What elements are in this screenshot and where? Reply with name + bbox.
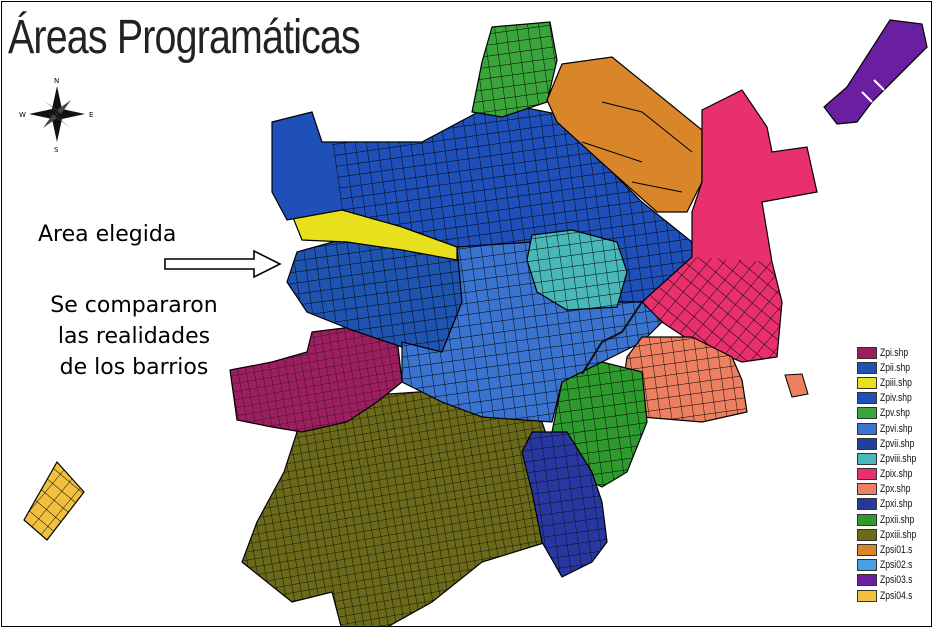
compass-rose-icon: N S W E — [19, 77, 93, 154]
legend-swatch — [857, 422, 877, 435]
legend-item: Zpiv.shp — [857, 391, 931, 406]
legend-item: Zpii.shp — [857, 360, 931, 375]
legend-label: Zpxii.shp — [880, 513, 915, 526]
compass-s: S — [54, 146, 59, 154]
legend-swatch — [857, 452, 877, 465]
legend-item: Zpxii.shp — [857, 512, 931, 527]
annotation-line: de los barrios — [59, 355, 209, 380]
legend-swatch — [857, 361, 877, 374]
legend-label: Zpx.shp — [880, 483, 911, 496]
zone-zpviii — [526, 229, 628, 311]
legend-swatch — [857, 589, 877, 602]
annotation-line: Se compararon — [50, 293, 218, 318]
legend-item: Zpvii.shp — [857, 436, 931, 451]
legend-swatch — [857, 437, 877, 450]
legend-label: Zpsi01.s — [880, 544, 913, 557]
legend-swatch — [857, 376, 877, 389]
legend-label: Zpxiii.shp — [880, 528, 917, 541]
legend-item: Zpsi04.s — [857, 588, 931, 603]
zone-zpx — [621, 336, 809, 423]
legend-label: Zpv.shp — [880, 407, 910, 420]
legend-item: Zpviii.shp — [857, 451, 931, 466]
legend-label: Zpvi.shp — [880, 422, 913, 435]
legend-label: Zpii.shp — [880, 361, 911, 374]
legend-swatch — [857, 392, 877, 405]
legend-label: Zpsi03.s — [880, 574, 913, 587]
legend-swatch — [857, 559, 877, 572]
zone-zpsi04 — [23, 460, 85, 541]
legend-label: Zpiv.shp — [880, 392, 912, 405]
chosen-area-label: Area elegida — [38, 222, 177, 247]
annotation-line: las realidades — [57, 324, 211, 349]
legend-item: Zpxiii.shp — [857, 527, 931, 542]
legend-label: Zpix.shp — [880, 468, 913, 481]
legend-label: Zpviii.shp — [880, 452, 917, 465]
annotation-text: Se compararon las realidades de los barr… — [16, 290, 252, 383]
zone-zpi — [229, 326, 403, 433]
compass-n: N — [54, 77, 59, 85]
legend-swatch — [857, 498, 877, 511]
legend-item: Zpix.shp — [857, 467, 931, 482]
legend-label: Zpiii.shp — [880, 376, 912, 389]
page-title: Áreas Programáticas — [8, 11, 361, 64]
legend-item: Zpv.shp — [857, 406, 931, 421]
legend-swatch — [857, 346, 877, 359]
legend-item: Zpiii.shp — [857, 375, 931, 390]
legend-swatch — [857, 468, 877, 481]
compass-e: E — [89, 111, 93, 119]
zone-zpv — [471, 21, 558, 118]
legend-swatch — [857, 544, 877, 557]
legend-swatch — [857, 528, 877, 541]
legend-item: Zpi.shp — [857, 345, 931, 360]
legend-label: Zpxi.shp — [880, 498, 913, 511]
compass-w: W — [19, 111, 26, 119]
zone-zpxi — [521, 431, 608, 578]
legend-swatch — [857, 483, 877, 496]
zone-zpxiii — [241, 389, 563, 626]
legend-item: Zpx.shp — [857, 482, 931, 497]
zone-zpsi01 — [546, 56, 703, 213]
legend-item: Zpvi.shp — [857, 421, 931, 436]
chosen-area-arrow-icon — [164, 249, 282, 279]
zone-zpix — [641, 89, 818, 363]
legend-label: Zpvii.shp — [880, 437, 915, 450]
legend-swatch — [857, 574, 877, 587]
legend-swatch — [857, 407, 877, 420]
legend-item: Zpsi03.s — [857, 573, 931, 588]
legend-label: Zpsi04.s — [880, 589, 913, 602]
zone-zpsi03 — [823, 19, 928, 125]
legend-label: Zpsi02.s — [880, 559, 913, 572]
legend-label: Zpi.shp — [880, 346, 909, 359]
legend-item: Zpsi01.s — [857, 542, 931, 557]
legend-item: Zpxi.shp — [857, 497, 931, 512]
legend-item: Zpsi02.s — [857, 558, 931, 573]
legend-swatch — [857, 513, 877, 526]
